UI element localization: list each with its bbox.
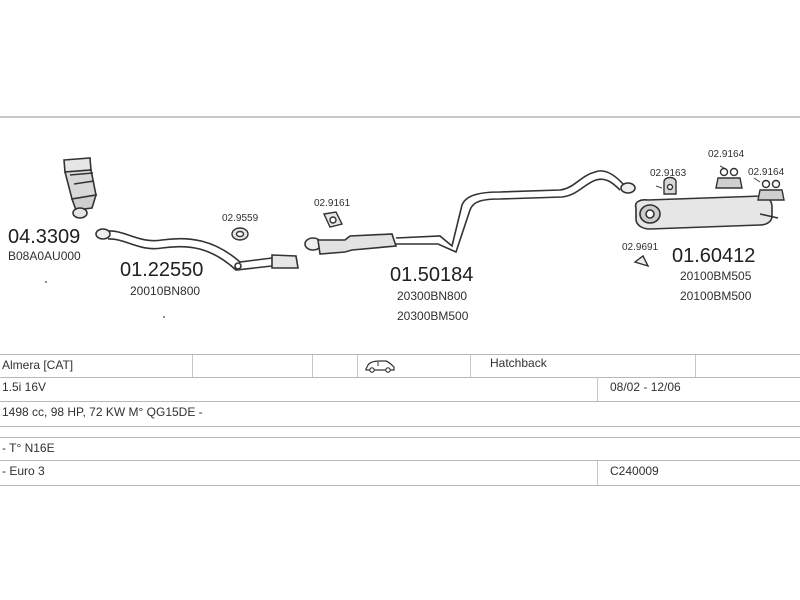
divider (695, 355, 696, 377)
divider (312, 355, 313, 377)
divider (470, 355, 471, 377)
gasket-mid-icon[interactable] (322, 211, 344, 228)
rear-silencer-oem-1: 20100BM505 (680, 269, 752, 283)
car-body-icon (364, 358, 396, 380)
vehicle-emission: - Euro 3 (2, 464, 45, 478)
front-pipe-part-number: 01.22550 (120, 259, 203, 281)
hanger-c-part-number: 02.9164 (748, 167, 785, 178)
divider (357, 355, 358, 377)
ring-icon[interactable] (633, 254, 650, 268)
vehicle-spec: 1498 cc, 98 HP, 72 KW M° QG15DE - (2, 405, 203, 419)
vehicle-engine: 1.5i 16V (2, 380, 47, 394)
table-row: 1.5i 16V 08/02 - 12/06 (0, 377, 800, 402)
table-row: 1498 cc, 98 HP, 72 KW M° QG15DE - (0, 402, 800, 427)
gasket-front-icon[interactable] (231, 227, 249, 241)
hanger-a-icon[interactable] (663, 176, 677, 195)
rear-silencer-icon[interactable] (634, 195, 779, 230)
catalytic-part-number: 04.3309 (8, 226, 80, 248)
dot-2 (163, 316, 165, 318)
table-row (0, 427, 800, 438)
rear-silencer-part-number: 01.60412 (672, 245, 755, 267)
front-pipe-oem-number: 20010BN800 (130, 284, 200, 298)
middle-silencer-part-number: 01.50184 (390, 264, 473, 286)
rear-silencer-oem-2: 20100BM500 (680, 289, 752, 303)
vehicle-years: 08/02 - 12/06 (610, 380, 681, 394)
exhaust-diagram: 04.3309 B08A0AU000 01.22550 20010BN800 0… (0, 116, 800, 323)
table-row: - Euro 3 C240009 (0, 461, 800, 486)
table-row: Almera [CAT] Hatchback (0, 354, 800, 378)
divider (597, 377, 598, 401)
catalytic-oem-number: B08A0AU000 (8, 249, 81, 263)
vehicle-code: C240009 (610, 464, 659, 478)
hanger-c-icon[interactable] (757, 179, 785, 201)
vehicle-body: Hatchback (490, 356, 547, 370)
gasket-mid-part-number: 02.9161 (314, 198, 351, 209)
hanger-b-part-number: 02.9164 (708, 149, 745, 160)
hanger-b-icon[interactable] (715, 167, 743, 189)
gasket-front-part-number: 02.9559 (222, 213, 259, 224)
ring-part-number: 02.9691 (622, 242, 659, 253)
divider (597, 461, 598, 485)
middle-silencer-oem-2: 20300BM500 (397, 309, 469, 323)
vehicle-model: Almera [CAT] (2, 358, 74, 372)
table-row: - T° N16E (0, 438, 800, 461)
divider (192, 355, 193, 377)
front-pipe-icon[interactable] (95, 228, 299, 271)
catalytic-converter-icon[interactable] (63, 157, 98, 219)
hanger-a-part-number: 02.9163 (650, 168, 687, 179)
leader-lines (655, 165, 761, 189)
dot-1 (45, 281, 47, 283)
middle-silencer-icon[interactable] (304, 170, 636, 255)
vehicle-extra: - T° N16E (2, 441, 55, 455)
middle-silencer-oem-1: 20300BN800 (397, 289, 467, 303)
